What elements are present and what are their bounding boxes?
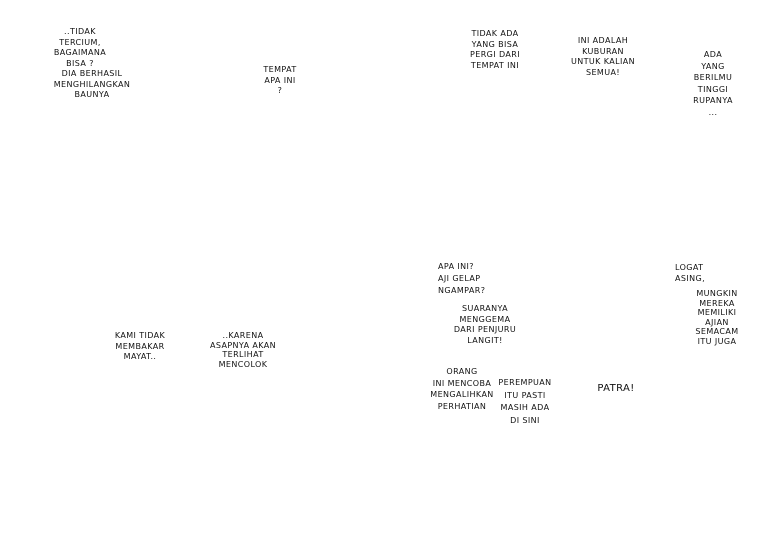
dialogue-text: MUNGKIN MEREKA MEMILIKI AJIAN SEMACAM IT… <box>695 289 739 346</box>
dialogue-text: LOGAT ASING, <box>675 263 706 283</box>
dialogue-text: INI ADALAH KUBURAN UNTUK KALIAN SEMUA! <box>570 36 636 77</box>
dialogue-text: TEMPAT APA INI ? <box>263 65 297 95</box>
dialogue-text: ADA YANG BERILMU TINGGI RUPANYA ... <box>693 50 733 117</box>
dialogue-text: DIA BERHASIL MENGHILANGKAN BAUNYA <box>53 69 131 99</box>
dialogue-text: ..TIDAK TERCIUM, BAGAIMANA BISA ? <box>53 27 107 68</box>
dialogue-text: KAMI TIDAK MEMBAKAR MAYAT.. <box>114 331 166 361</box>
dialogue-text: ..KARENA ASAPNYA AKAN TERLIHAT MENCOLOK <box>209 331 277 369</box>
dialogue-text: ORANG INI MENCOBA MENGALIHKAN PERHATIAN <box>430 367 494 411</box>
dialogue-text: TIDAK ADA YANG BISA PERGI DARI TEMPAT IN… <box>470 29 520 70</box>
dialogue-text: PATRA! <box>597 383 635 394</box>
dialogue-text: APA INI? AJI GELAP NGAMPAR? <box>438 262 486 295</box>
dialogue-text: SUARANYA MENGGEMA DARI PENJURU LANGIT! <box>453 304 517 345</box>
dialogue-text: PEREMPUAN ITU PASTI MASIH ADA DI SINI <box>498 378 552 425</box>
